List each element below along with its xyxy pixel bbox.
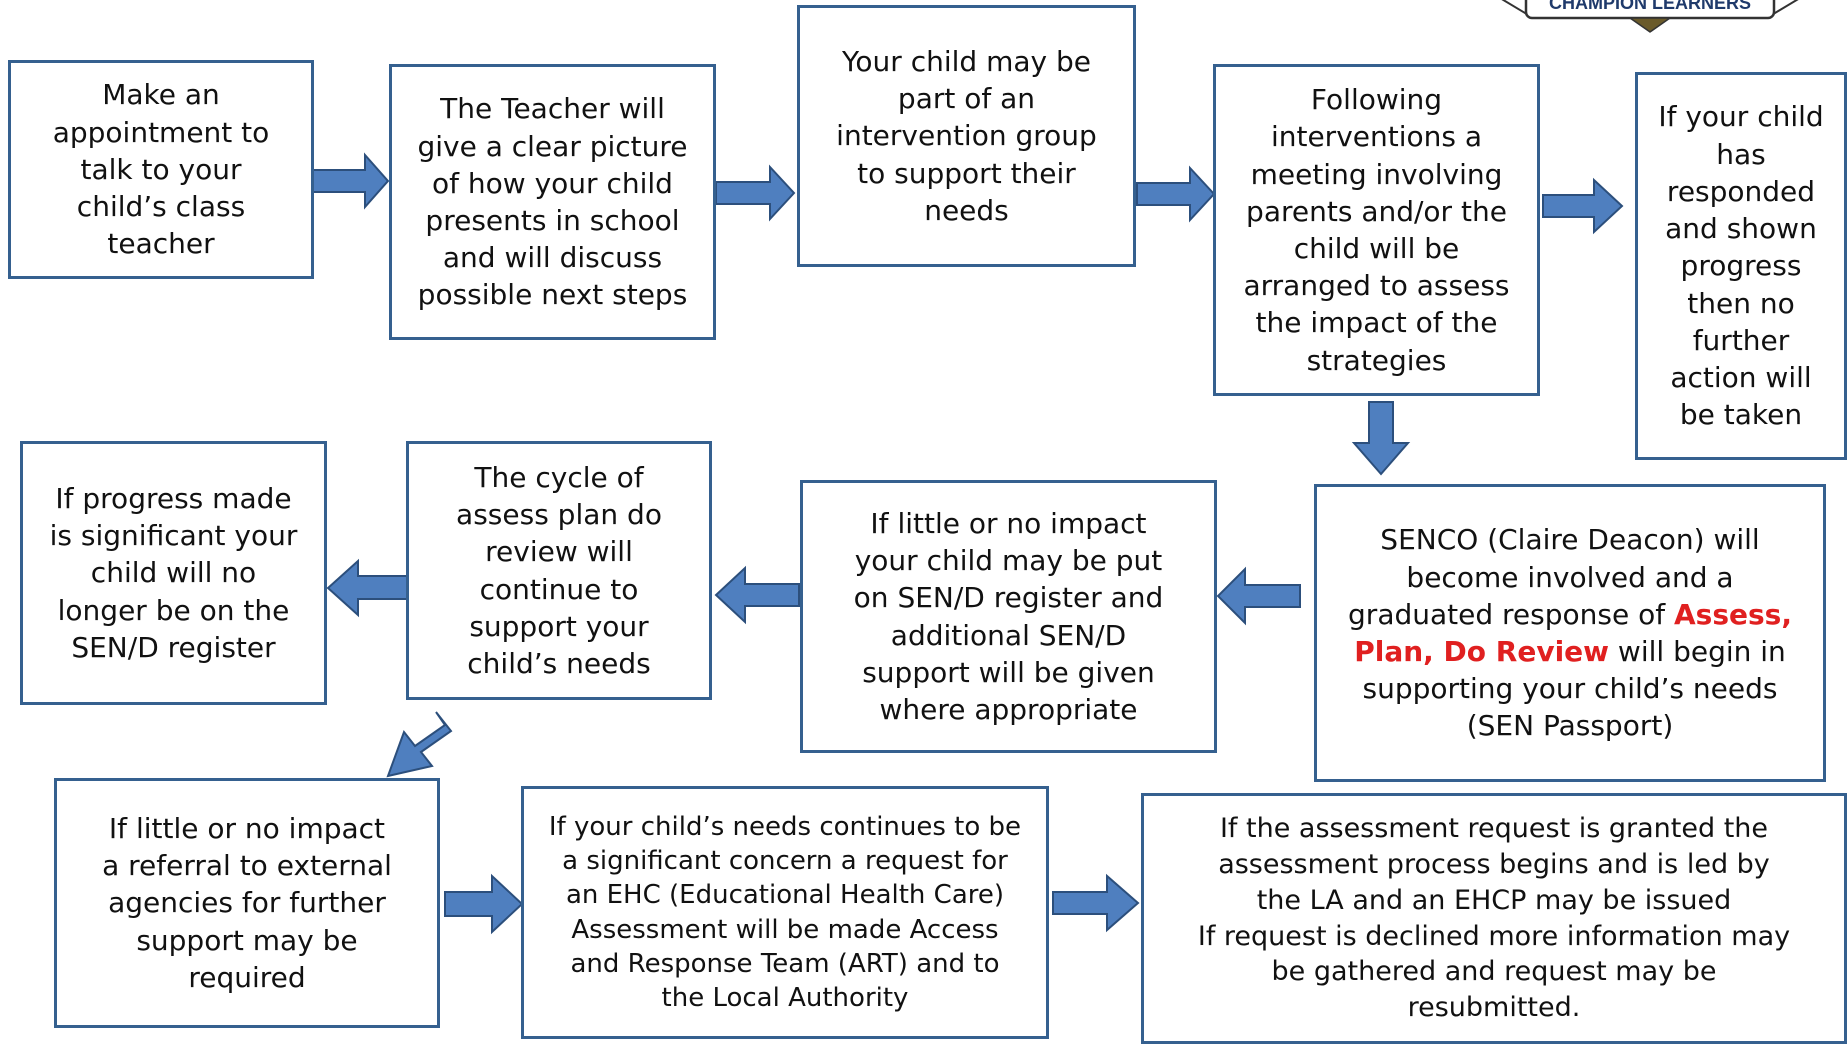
arrow-left-1 [1216, 566, 1301, 626]
step-assessment-granted-text: If the assessment request is granted the… [1197, 812, 1791, 1024]
step-intervention-group-text: Your child may be part of an interventio… [836, 44, 1097, 227]
step-following-interventions-text: Following interventions a meeting involv… [1243, 83, 1510, 377]
senco-text-post: will begin in supporting your child’s ne… [1362, 635, 1786, 743]
step-make-appointment: Make an appointment to talk to your chil… [8, 60, 314, 279]
step-following-interventions: Following interventions a meeting involv… [1213, 64, 1540, 396]
step-sen-register-text: If little or no impact your child may be… [853, 506, 1164, 726]
arrow-diagonal-1 [386, 711, 453, 778]
step-no-further-action-text: If your child has responded and shown pr… [1658, 100, 1824, 432]
logo-text: CHAMPION LEARNERS [1549, 0, 1751, 13]
arrow-left-2 [714, 565, 800, 625]
step-external-agencies: If little or no impact a referral to ext… [54, 778, 440, 1028]
step-assessment-granted: If the assessment request is granted the… [1141, 793, 1847, 1044]
step-assess-plan-cycle-text: The cycle of assess plan do review will … [456, 460, 662, 680]
step-progress-significant: If progress made is significant your chi… [20, 441, 327, 705]
arrow-right-6 [1052, 873, 1140, 933]
arrow-right-4 [1542, 177, 1624, 235]
arrow-down-1 [1351, 401, 1411, 476]
step-teacher-picture: The Teacher will give a clear picture of… [389, 64, 716, 340]
step-ehc-request: If your child’s needs continues to be a … [521, 786, 1049, 1039]
step-external-agencies-text: If little or no impact a referral to ext… [102, 811, 392, 994]
step-intervention-group: Your child may be part of an interventio… [797, 5, 1136, 267]
step-make-appointment-text: Make an appointment to talk to your chil… [52, 78, 270, 261]
arrow-left-3 [326, 558, 412, 618]
arrow-right-1 [312, 152, 390, 210]
arrow-right-5 [444, 873, 524, 935]
senco-text-pre: SENCO (Claire Deacon) will become involv… [1348, 523, 1760, 631]
champion-learners-logo: CHAMPION LEARNERS [1501, 0, 1799, 33]
step-ehc-request-text: If your child’s needs continues to be a … [548, 811, 1022, 1014]
step-teacher-picture-text: The Teacher will give a clear picture of… [417, 92, 688, 312]
assess-plan-do-review-highlight: Assess, Plan, Do Review [1354, 597, 1792, 668]
step-progress-significant-text: If progress made is significant your chi… [49, 481, 298, 664]
step-assess-plan-cycle: The cycle of assess plan do review will … [406, 441, 712, 700]
step-senco-involved-text: SENCO (Claire Deacon) will become involv… [1348, 521, 1792, 744]
arrow-right-2 [715, 164, 796, 222]
arrow-right-3 [1136, 165, 1216, 223]
step-no-further-action: If your child has responded and shown pr… [1635, 72, 1847, 460]
step-senco-involved: SENCO (Claire Deacon) will become involv… [1314, 484, 1826, 782]
step-sen-register: If little or no impact your child may be… [800, 480, 1217, 753]
